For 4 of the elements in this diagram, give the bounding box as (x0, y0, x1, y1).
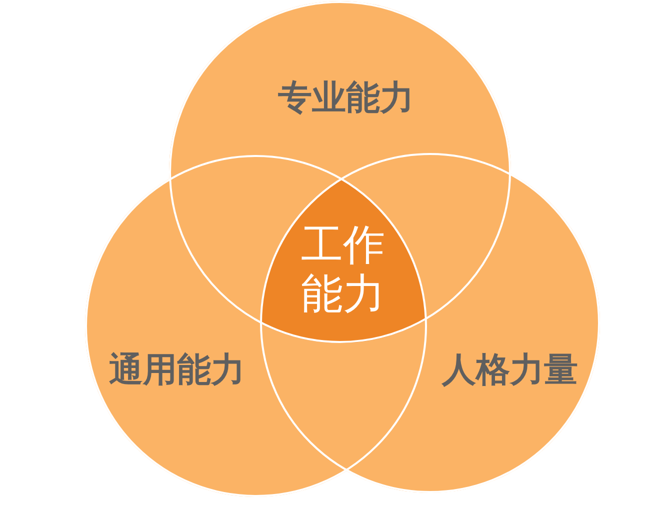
circle-label: 通用能力 (108, 350, 246, 390)
circle-label: 专业能力 (277, 78, 415, 118)
circle-label: 人格力量 (440, 350, 579, 390)
region-label: 工作能力 (300, 221, 386, 318)
